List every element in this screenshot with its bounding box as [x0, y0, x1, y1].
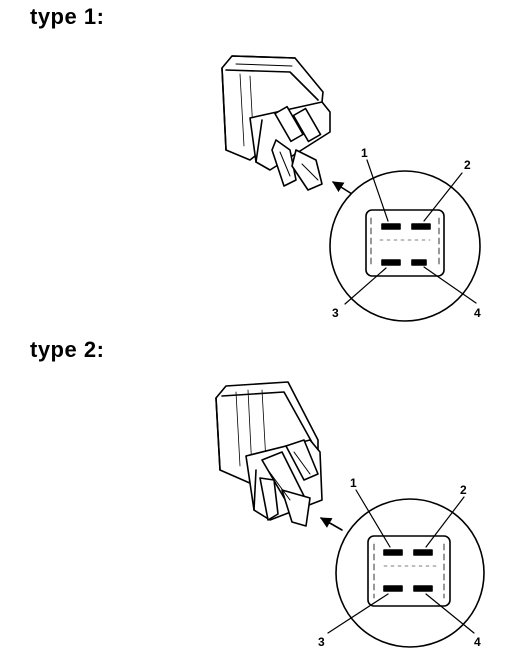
pin-label-4-type-1: 4: [474, 306, 481, 320]
arrow-type-1: [332, 181, 353, 195]
section-heading-type-1: type 1:: [30, 4, 105, 29]
pin-label-2-type-1: 2: [464, 158, 471, 172]
pin-label-3-type-2: 3: [318, 635, 325, 649]
terminal-slot-3: [381, 259, 401, 266]
terminal-slot-1: [383, 549, 403, 556]
arrow-type-2: [320, 517, 343, 531]
terminal-view-type-1: [329, 159, 481, 322]
pin-label-1-type-1: 1: [361, 146, 368, 160]
terminal-view-type-2: [327, 489, 485, 648]
pin-label-1-type-2: 1: [350, 476, 357, 490]
terminal-slot-1: [381, 223, 401, 230]
section-heading-type-2: type 2:: [30, 337, 105, 362]
terminal-slot-2: [413, 549, 433, 556]
terminal-slot-2: [411, 223, 431, 230]
terminal-slot-4: [413, 585, 433, 592]
pin-label-3-type-1: 3: [332, 306, 339, 320]
terminal-slot-4: [411, 259, 427, 266]
pin-label-2-type-2: 2: [460, 483, 467, 497]
relay-type-1-illustration: [221, 55, 331, 191]
relay-type-2-illustration: [215, 381, 323, 527]
terminal-slot-3: [383, 585, 403, 592]
pin-label-4-type-2: 4: [474, 635, 481, 649]
